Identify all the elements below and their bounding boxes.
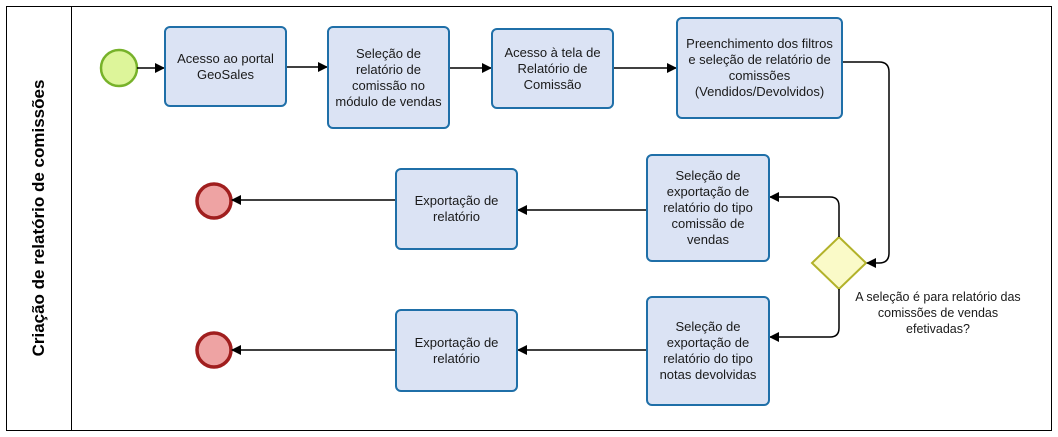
task-selecao-vendas[interactable]: Seleção de exportação de relatório do ti… bbox=[646, 154, 770, 262]
task-acesso-portal[interactable]: Acesso ao portal GeoSales bbox=[164, 26, 287, 107]
task-acesso-tela[interactable]: Acesso à tela de Relatório de Comissão bbox=[491, 28, 614, 109]
task-selecao-relatorio-label: Seleção de relatório de comissão no módu… bbox=[335, 45, 442, 109]
pool-frame bbox=[6, 6, 1052, 431]
task-acesso-tela-label: Acesso à tela de Relatório de Comissão bbox=[504, 44, 601, 92]
task-preenchimento-label: Preenchimento dos filtros e seleção de r… bbox=[686, 36, 833, 99]
task-exportacao-1-label: Exportação de relatório bbox=[414, 193, 499, 224]
task-selecao-relatorio[interactable]: Seleção de relatório de comissão no módu… bbox=[327, 26, 450, 129]
task-exportacao-2-label: Exportação de relatório bbox=[414, 334, 499, 366]
task-acesso-portal-label: Acesso ao portal GeoSales bbox=[177, 50, 274, 82]
flow-gateway-to-devolvidas[interactable] bbox=[769, 289, 840, 342]
task-selecao-devolvidas-label: Seleção de exportação de relatório do ti… bbox=[659, 319, 757, 382]
task-selecao-devolvidas[interactable]: Seleção de exportação de relatório do ti… bbox=[646, 296, 770, 406]
gateway-question-label: A seleção é para relatório das comissões… bbox=[855, 290, 1021, 336]
task-exportacao-2[interactable]: Exportação de relatório bbox=[395, 309, 518, 392]
task-preenchimento[interactable]: Preenchimento dos filtros e seleção de r… bbox=[676, 17, 843, 119]
lane-header bbox=[6, 6, 72, 431]
lane-title: Criação de relatório de comissões bbox=[29, 79, 48, 357]
flow-gateway-to-vendas[interactable] bbox=[769, 192, 840, 237]
task-selecao-vendas-label: Seleção de exportação de relatório do ti… bbox=[663, 168, 753, 247]
flow-preenchimento-to-gateway[interactable] bbox=[843, 61, 890, 268]
task-exportacao-1[interactable]: Exportação de relatório bbox=[395, 168, 518, 250]
